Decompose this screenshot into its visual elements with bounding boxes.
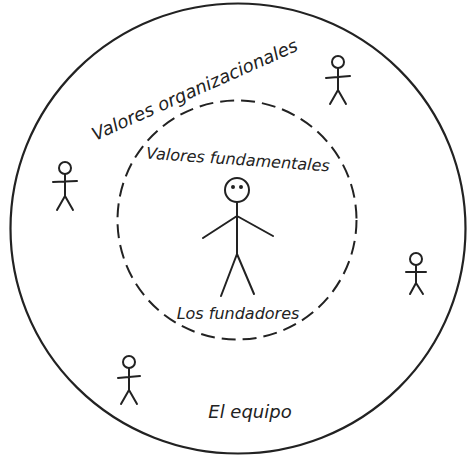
team-figure [406,253,426,294]
founders-circle: Valores fundamentalesLos fundadores [116,99,358,341]
team-figure [118,356,140,404]
team-circle: Valores fundamentalesLos fundadoresValor… [9,2,467,455]
team-figure [53,162,77,210]
circle-label: El equipo [208,402,291,422]
circle-title: Valores fundamentales [146,145,331,175]
circle-label: Los fundadores [177,305,300,323]
team-figure [326,56,350,104]
founder-figure [203,178,273,296]
circle-title: Valores organizacionales [89,36,301,145]
